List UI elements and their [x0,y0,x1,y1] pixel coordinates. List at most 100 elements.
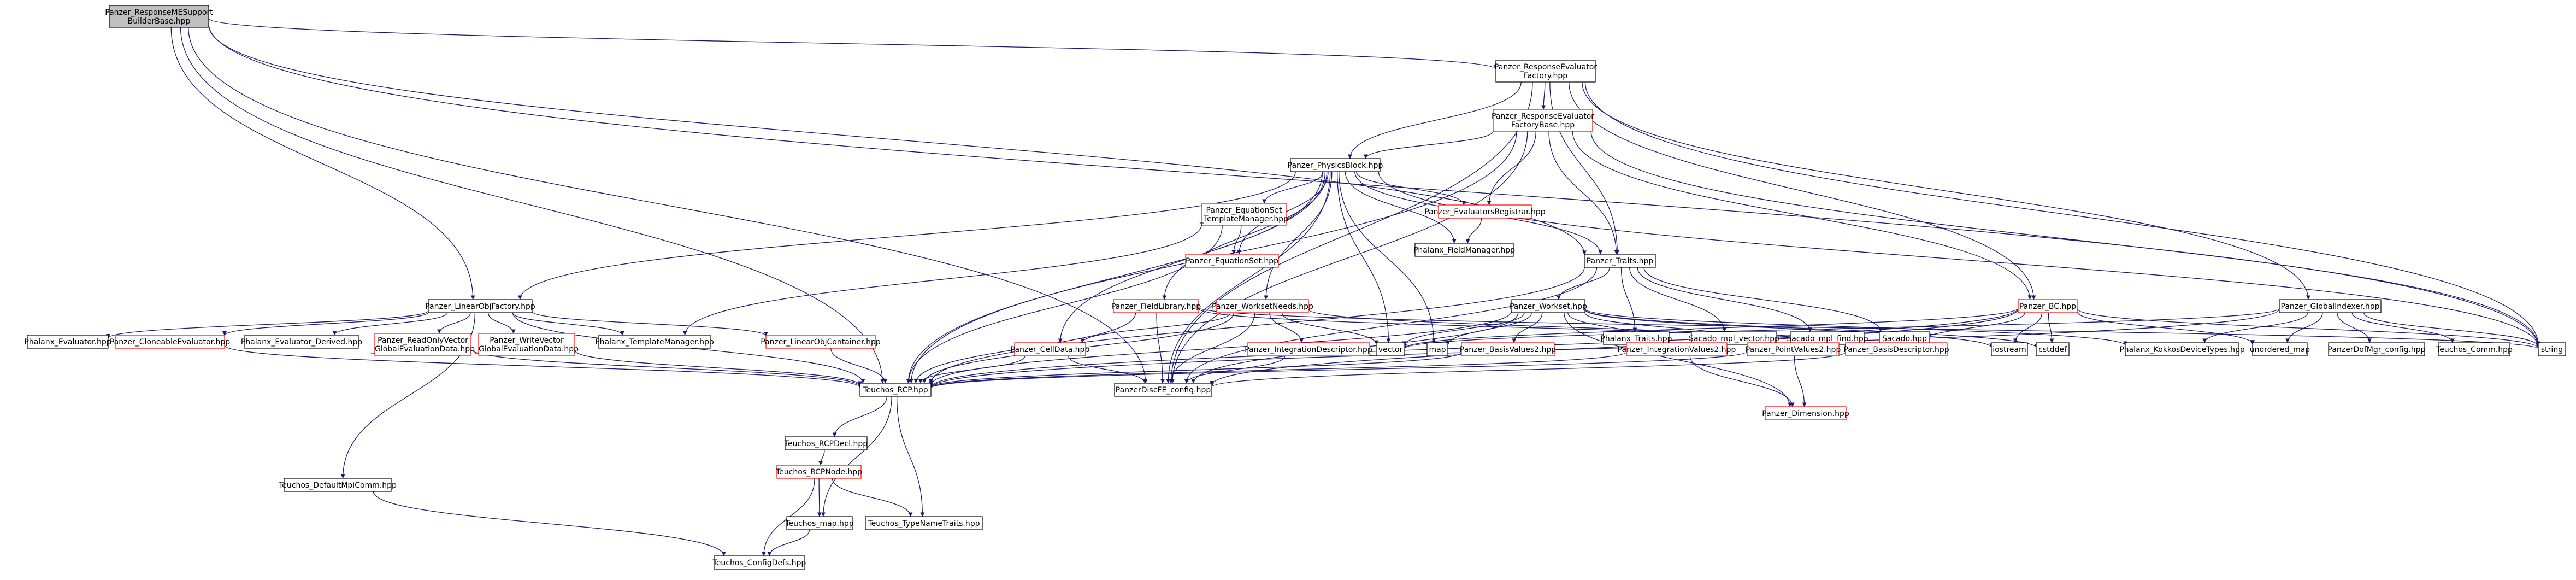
edge-rcp-to-tnt [896,396,925,517]
edge-workset-to-rcp [929,310,1512,386]
node-box [109,5,209,28]
node-dofcfg[interactable]: PanzerDofMgr_config.hpp [2328,342,2426,356]
edge-traits-to-rcp [929,267,1585,384]
node-label: Phalanx_Evaluator_Derived.hpp [241,338,362,347]
node-clon[interactable]: Panzer_CloneableEvaluator.hpp [110,335,230,349]
node-label: Panzer_PhysicsBlock.hpp [1288,161,1383,170]
node-box [865,516,983,530]
node-label: Factory.hpp [1524,72,1567,80]
edge-ref-to-string [1584,81,2540,346]
node-workset[interactable]: Panzer_Workset.hpp [1510,299,1587,313]
node-label: Phalanx_KokkosDeviceTypes.hpp [2119,345,2245,354]
node-rcp[interactable]: Teuchos_RCP.hpp [859,383,932,397]
edge-wv-to-rcp [574,350,862,386]
node-box [1461,342,1555,356]
node-box [776,465,862,479]
node-dim[interactable]: Panzer_Dimension.hpp [1762,406,1849,420]
node-eq[interactable]: Panzer_EquationSet.hpp [1185,254,1279,268]
node-iostream[interactable]: iostream [1991,342,2028,356]
edge-wneeds-to-cell [1080,312,1231,343]
node-label: Panzer_LinearObjContainer.hpp [761,338,881,347]
node-gidx[interactable]: Panzer_GlobalIndexer.hpp [2279,299,2382,313]
node-flib[interactable]: Panzer_FieldLibrary.hpp [1111,299,1201,313]
node-cell[interactable]: Panzer_CellData.hpp [1011,342,1090,356]
edge-refb-to-string [1590,131,2540,347]
node-traits[interactable]: Panzer_Traits.hpp [1584,254,1656,268]
node-pevd[interactable]: Phalanx_Evaluator_Derived.hpp [241,335,362,349]
node-map[interactable]: map [1426,342,1448,356]
node-box [1495,60,1596,83]
node-kokkos[interactable]: Phalanx_KokkosDeviceTypes.hpp [2119,342,2245,356]
node-label: map [1429,345,1446,354]
node-rcpdecl[interactable]: Teuchos_RCPDecl.hpp [784,436,868,450]
node-box [374,333,471,356]
node-label: Panzer_ResponseEvaluator [1492,112,1594,121]
node-vector[interactable]: vector [1376,342,1405,356]
node-rov[interactable]: Panzer_ReadOnlyVector_GlobalEvaluationDa… [370,333,475,356]
node-cstddef[interactable]: cstddef [2036,342,2070,356]
node-label: Panzer_EquationSet.hpp [1186,257,1278,266]
edge-rov-to-rcp [470,349,862,387]
edge-ref-to-discfe [1169,81,1533,384]
edge-refb-to-discfe [1170,131,1528,384]
edge-bc-to-vector [1402,307,2019,349]
node-string[interactable]: string [2538,342,2566,356]
node-box [2125,342,2239,356]
node-dmc[interactable]: Teuchos_DefaultMpiComm.hpp [278,478,397,492]
node-wv[interactable]: Panzer_WriteVector_GlobalEvaluationData.… [474,333,579,356]
node-box [1765,406,1847,420]
node-label: Panzer_BasisDescriptor.hpp [1843,345,1949,354]
node-bv2[interactable]: Panzer_BasisValues2.hpp [1460,342,1557,356]
node-pv2[interactable]: Panzer_PointValues2.hpp [1746,342,1841,356]
node-label: Panzer_BasisValues2.hpp [1460,345,1557,354]
node-rcpnode[interactable]: Teuchos_RCPNode.hpp [775,465,862,479]
node-bdesc[interactable]: Panzer_BasisDescriptor.hpp [1843,342,1949,356]
node-box [1216,299,1309,313]
edge-rcpnode-to-tmap [817,478,822,517]
node-box [478,333,575,356]
node-lof[interactable]: Panzer_LinearObjFactory.hpp [425,299,535,313]
node-tmap[interactable]: Teuchos_map.hpp [785,516,854,530]
edge-idesc-to-discfe [1184,355,1286,384]
edge-lof-to-wv [487,312,516,334]
node-discfe[interactable]: PanzerDiscFE_config.hpp [1114,383,1212,397]
edge-root-to-rcp [180,27,885,384]
node-box [1584,254,1656,268]
node-box [27,335,109,349]
node-tcomm[interactable]: Teuchos_Comm.hpp [2436,342,2513,356]
node-wneeds[interactable]: Panzer_WorksetNeeds.hpp [1212,299,1313,313]
node-label: BuilderBase.hpp [128,17,191,26]
node-evreg[interactable]: Panzer_EvaluatorsRegistrar.hpp [1424,204,1546,219]
node-box [2438,342,2510,356]
node-idesc[interactable]: Panzer_IntegrationDescriptor.hpp [1245,342,1372,356]
edge-gidx-to-rcp [929,309,2280,388]
edge-pb-to-flib [1162,171,1328,300]
edge-lof-to-pevd [332,312,448,336]
edge-pb-to-lof [517,171,1296,300]
node-iv2[interactable]: Panzer_IntegrationValues2.hpp [1618,342,1736,356]
node-tnt[interactable]: Teuchos_TypeNameTraits.hpp [865,516,983,530]
node-cdefs[interactable]: Teuchos_ConfigDefs.hpp [712,555,806,570]
node-label: Teuchos_TypeNameTraits.hpp [867,519,980,528]
node-label: Panzer_EvaluatorsRegistrar.hpp [1424,208,1545,216]
node-label: Panzer_Traits.hpp [1587,257,1654,266]
node-pb[interactable]: Panzer_PhysicsBlock.hpp [1288,158,1383,172]
edge-lof-to-pev [106,310,429,339]
node-label: Panzer_PointValues2.hpp [1746,345,1841,354]
node-loc[interactable]: Panzer_LinearObjContainer.hpp [761,335,881,349]
edge-pb-to-evreg [1356,171,1466,206]
node-label: Panzer_IntegrationValues2.hpp [1618,345,1736,354]
node-fm[interactable]: Phalanx_FieldManager.hpp [1413,243,1515,257]
edge-root-to-ref [208,18,1498,69]
node-bc[interactable]: Panzer_BC.hpp [2018,299,2078,313]
node-eset[interactable]: Panzer_EquationSet_TemplateManager.hpp [1199,203,1288,226]
node-umap[interactable]: unordered_map [2250,342,2310,356]
node-pev[interactable]: Phalanx_Evaluator.hpp [24,335,111,349]
node-label: Panzer_LinearObjFactory.hpp [425,302,535,311]
node-box [1426,342,1448,356]
node-ptm[interactable]: Phalanx_TemplateManager.hpp [595,335,714,349]
edge-gidx-to-umap [2285,312,2323,343]
